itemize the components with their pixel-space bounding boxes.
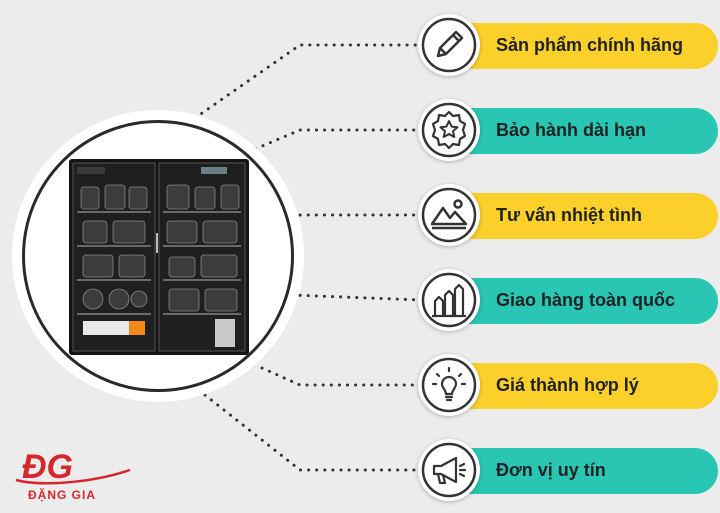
icon-badge <box>418 269 480 331</box>
feature-item-reputable: Đơn vị uy tín <box>418 439 718 501</box>
feature-label: Giao hàng toàn quốc <box>496 290 675 310</box>
feature-item-authentic: Sản phẩm chính hãng <box>418 14 718 76</box>
connector-4 <box>290 293 422 302</box>
connector-1 <box>193 43 422 120</box>
feature-item-price: Giá thành hợp lý <box>418 354 718 416</box>
feature-pill <box>444 193 718 239</box>
feature-item-consulting: Tư vấn nhiệt tình <box>418 184 718 246</box>
logo-text: ĐG <box>22 448 73 486</box>
brand-logo: ĐG ĐẶNG GIA <box>8 440 138 510</box>
growth-chart-icon <box>421 272 477 328</box>
feature-label: Tư vấn nhiệt tình <box>496 205 643 225</box>
feature-label: Bảo hành dài hạn <box>496 120 647 140</box>
feature-pill <box>444 448 718 494</box>
megaphone-icon <box>421 442 477 498</box>
feature-pill <box>444 363 718 409</box>
connector-6 <box>203 393 422 472</box>
logo-mark: ĐG <box>15 448 131 486</box>
dry-cabinet-image <box>69 159 249 355</box>
feature-pill <box>444 278 718 324</box>
feature-label: Đơn vị uy tín <box>496 460 606 480</box>
lightbulb-icon <box>421 357 477 413</box>
product-circle <box>22 120 294 392</box>
star-badge-icon <box>421 102 477 158</box>
feature-item-delivery: Giao hàng toàn quốc <box>418 269 718 331</box>
feature-item-warranty: Bảo hành dài hạn <box>418 99 718 161</box>
icon-badge <box>418 184 480 246</box>
feature-label: Sản phẩm chính hãng <box>496 35 684 55</box>
mountain-icon <box>421 187 477 243</box>
icon-badge <box>418 99 480 161</box>
connector-2 <box>246 128 422 154</box>
connector-5 <box>260 366 422 387</box>
icon-badge <box>418 354 480 416</box>
icon-badge <box>418 439 480 501</box>
feature-label: Giá thành hợp lý <box>496 375 639 395</box>
pencil-icon <box>421 17 477 73</box>
feature-pill <box>444 23 718 69</box>
brand-name: ĐẶNG GIA <box>28 488 96 502</box>
feature-pill <box>444 108 718 154</box>
icon-badge <box>418 14 480 76</box>
